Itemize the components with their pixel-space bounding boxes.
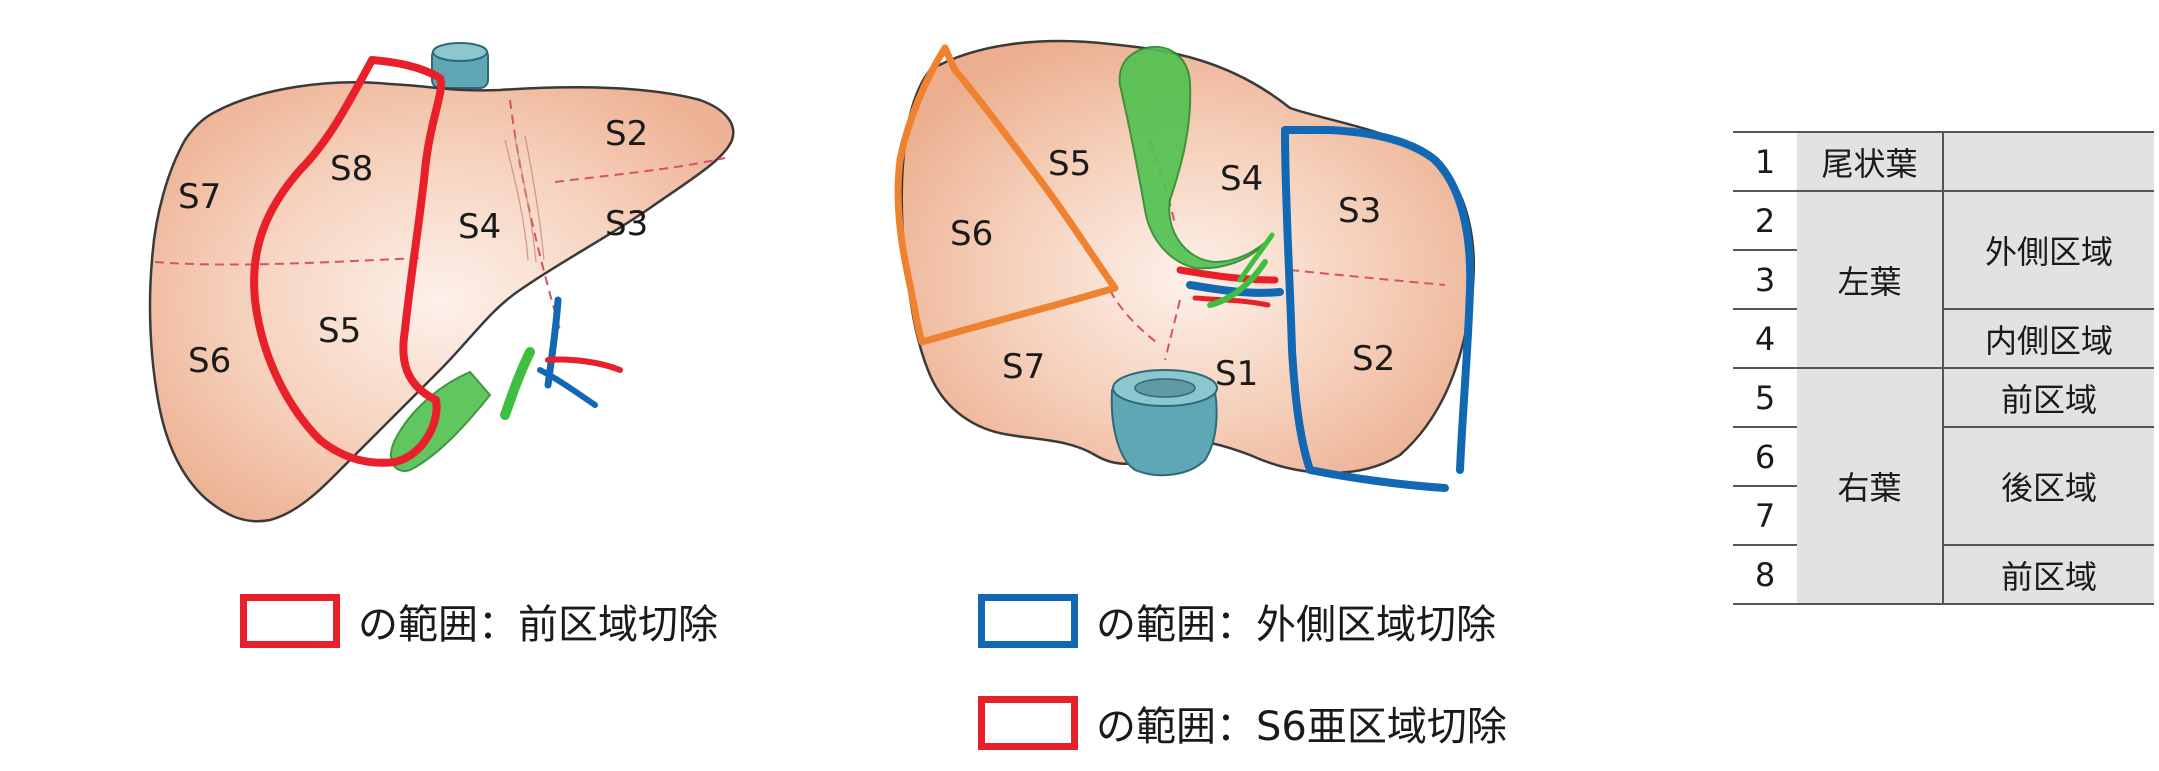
table-row: 6 後区域 [1733,426,2154,546]
front-label-s3: S3 [605,204,648,244]
segment-table: 1 尾状葉 2 左葉 外側区域 3 4 内側区域 5 右葉 前区域 6 後区域 … [1733,131,2154,605]
table-cell-num: 7 [1733,485,1797,545]
front-ligament-strokes [504,135,545,263]
legend-swatch-blue [978,594,1078,648]
table-cell-area: 前区域 [1942,544,2154,605]
back-label-s7: S7 [1002,347,1045,387]
table-cell-num: 8 [1733,544,1797,605]
back-label-s5: S5 [1048,144,1091,184]
front-label-s5: S5 [318,311,361,351]
table-cell-area: 内側区域 [1942,308,2154,369]
table-row: 2 左葉 外側区域 [1733,190,2154,369]
table-cell-num: 5 [1733,367,1797,427]
back-lateral-outline-blue[interactable] [1281,126,1475,492]
legend-s6-resection: の範囲：S6亜区域切除 [978,694,1507,752]
table-row: 5 右葉 前区域 [1733,367,2154,605]
table-cell-num: 1 [1733,131,1797,191]
front-label-s7: S7 [178,177,221,217]
table-cell-lobe: 右葉 [1797,367,1943,605]
table-row: 8 前区域 [1733,544,2154,605]
front-resection-outline-red[interactable] [250,56,445,467]
table-cell-area [1942,131,2154,192]
back-label-s1: S1 [1215,354,1258,394]
table-row: 7 [1733,485,2154,545]
front-label-s8: S8 [330,149,373,189]
back-s6-outline-orange[interactable] [894,44,1119,346]
front-segment-boundaries [154,99,726,331]
back-label-s3: S3 [1338,191,1381,231]
front-label-s2: S2 [605,114,648,154]
back-ivc [1110,369,1218,477]
legend-anterior-resection: の範囲：前区域切除 [240,592,718,650]
front-label-s6: S6 [188,341,231,381]
back-hilar-vessels [1176,232,1284,308]
table-row: 3 [1733,249,2154,309]
legend-text-anterior: の範囲：前区域切除 [358,602,718,648]
legend-lateral-resection: の範囲：外側区域切除 [978,592,1496,650]
table-cell-lobe: 左葉 [1797,190,1943,369]
back-liver-view: S5 S4 S3 S6 S7 S1 S2 [894,39,1475,492]
legend-swatch-red [240,594,340,648]
front-label-s4: S4 [458,207,501,247]
table-cell-lobe: 尾状葉 [1797,131,1943,192]
table-cell-num: 3 [1733,249,1797,309]
table-cell-num: 2 [1733,190,1797,250]
back-label-s6: S6 [950,214,993,254]
table-cell-num: 6 [1733,426,1797,486]
table-cell-area: 外側区域 [1942,190,2154,310]
back-label-s2: S2 [1352,339,1395,379]
front-hilar-vessels [500,296,623,420]
legend-text-lateral: の範囲：外側区域切除 [1096,602,1496,648]
legend-swatch-red-2 [978,696,1078,750]
front-ivc [431,42,489,89]
front-liver-view: S8 S7 S4 S2 S3 S5 S6 [148,42,735,523]
table-cell-area: 後区域 [1942,426,2154,546]
back-label-s4: S4 [1220,159,1263,199]
table-cell-num: 4 [1733,308,1797,368]
table-row: 1 尾状葉 [1733,131,2154,192]
table-cell-area: 前区域 [1942,367,2154,428]
table-row: 4 内側区域 [1733,308,2154,369]
legend-text-s6: の範囲：S6亜区域切除 [1096,704,1507,750]
